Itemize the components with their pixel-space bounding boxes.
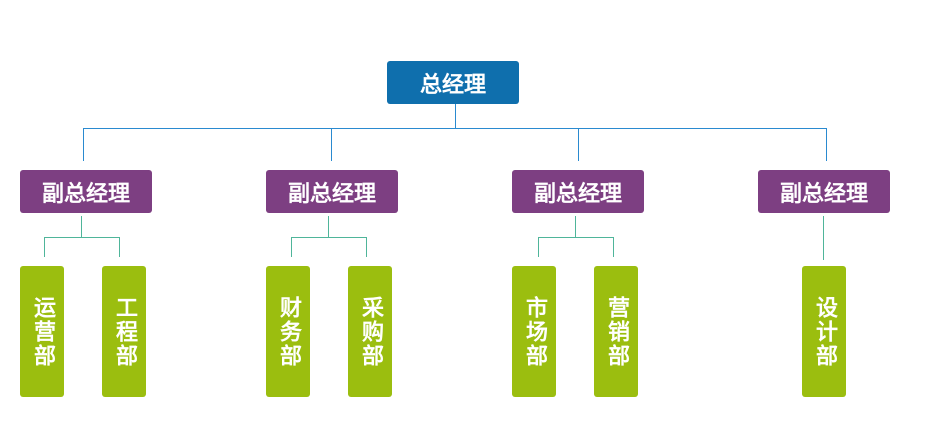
connector (331, 128, 332, 161)
connector (44, 237, 120, 238)
connector (823, 216, 824, 260)
connector (119, 237, 120, 257)
connector (291, 237, 292, 257)
department-node: 运营部 (20, 266, 64, 397)
vp-node: 副总经理 (20, 170, 152, 213)
connector (455, 104, 456, 128)
department-node: 财务部 (266, 266, 310, 397)
department-node: 市场部 (512, 266, 556, 397)
ceo-node: 总经理 (387, 61, 519, 104)
connector (538, 237, 539, 257)
connector (578, 128, 579, 161)
connector (83, 128, 827, 129)
connector (366, 237, 367, 257)
connector (613, 237, 614, 257)
connector (44, 237, 45, 257)
department-node: 设计部 (802, 266, 846, 397)
connector (83, 128, 84, 161)
connector (575, 216, 576, 237)
vp-node: 副总经理 (266, 170, 398, 213)
department-node: 采购部 (348, 266, 392, 397)
vp-node: 副总经理 (758, 170, 890, 213)
department-node: 营销部 (594, 266, 638, 397)
connector (538, 237, 614, 238)
connector (291, 237, 367, 238)
connector (328, 216, 329, 237)
connector (826, 128, 827, 161)
connector (81, 216, 82, 237)
department-node: 工程部 (102, 266, 146, 397)
vp-node: 副总经理 (512, 170, 644, 213)
